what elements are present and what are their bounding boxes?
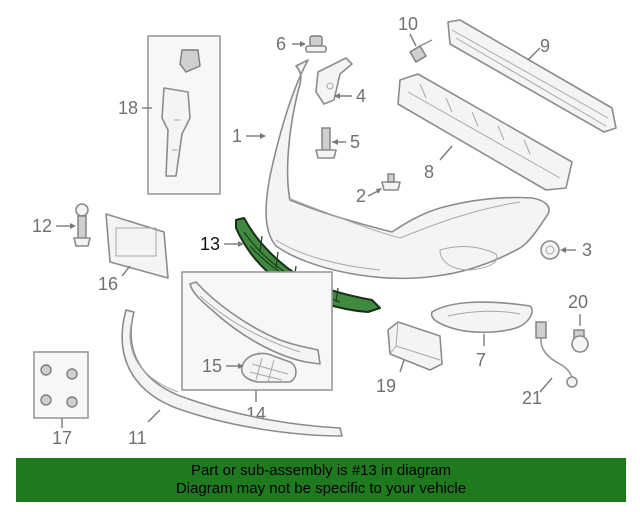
part-10-bolt[interactable] — [409, 39, 433, 63]
svg-text:6: 6 — [276, 34, 286, 54]
svg-text:19: 19 — [376, 376, 396, 396]
callout-5: 5 — [332, 132, 360, 152]
callout-4: 4 — [334, 86, 366, 106]
callout-12: 12 — [32, 216, 76, 236]
callout-13: 13 — [200, 234, 244, 254]
svg-text:3: 3 — [582, 240, 592, 260]
callout-7: 7 — [476, 334, 486, 370]
svg-text:16: 16 — [98, 274, 118, 294]
callout-20: 20 — [568, 292, 588, 326]
part-1-bumper-cover[interactable] — [265, 59, 550, 280]
banner-line-2: Diagram may not be specific to your vehi… — [175, 480, 467, 497]
part-4-bracket[interactable] — [315, 57, 353, 105]
part-6-push-pin[interactable] — [305, 35, 327, 53]
svg-text:7: 7 — [476, 350, 486, 370]
callout-11: 11 — [128, 409, 161, 448]
svg-text:20: 20 — [568, 292, 588, 312]
callout-21: 21 — [522, 377, 553, 408]
svg-text:11: 11 — [128, 428, 147, 448]
part-16-license-bracket[interactable] — [105, 213, 169, 279]
svg-text:15: 15 — [202, 356, 222, 376]
part-5-bolt[interactable] — [315, 127, 337, 159]
svg-text:9: 9 — [540, 36, 550, 56]
part-15-grille-insert[interactable] — [240, 352, 297, 383]
parts-diagram: 9 10 8 6 4 — [32, 14, 617, 448]
part-17-fastener-kit-box[interactable] — [33, 351, 89, 419]
svg-text:2: 2 — [356, 186, 366, 206]
svg-text:10: 10 — [398, 14, 418, 34]
banner-line-1: Part or sub-assembly is #13 in diagram — [190, 462, 452, 479]
part-21-wiring-harness[interactable] — [535, 321, 578, 388]
svg-text:13: 13 — [200, 234, 220, 254]
svg-text:18: 18 — [118, 98, 138, 118]
callout-6: 6 — [276, 34, 306, 54]
svg-text:17: 17 — [52, 428, 72, 448]
part-2-screw[interactable] — [381, 173, 401, 191]
callout-1: 1 — [232, 126, 266, 146]
part-19-module[interactable] — [387, 321, 443, 371]
part-7-fog-bezel[interactable] — [430, 301, 533, 334]
callout-19: 19 — [376, 359, 405, 396]
callout-17: 17 — [52, 418, 72, 448]
callout-2: 2 — [356, 186, 382, 206]
svg-text:5: 5 — [350, 132, 360, 152]
part-8-energy-absorber[interactable] — [397, 73, 573, 191]
callout-8: 8 — [424, 145, 453, 182]
svg-text:21: 21 — [522, 388, 542, 408]
svg-text:1: 1 — [232, 126, 242, 146]
svg-text:8: 8 — [424, 162, 434, 182]
part-3-sensor[interactable] — [540, 240, 560, 260]
callout-10: 10 — [398, 14, 418, 47]
callout-16: 16 — [98, 265, 131, 294]
info-banner: Part or sub-assembly is #13 in diagram D… — [16, 458, 626, 502]
part-20-sensor[interactable] — [571, 329, 589, 353]
callout-18: 18 — [118, 98, 152, 118]
callout-3: 3 — [560, 240, 592, 260]
callout-9: 9 — [527, 36, 550, 61]
part-18-bracket-box[interactable] — [147, 35, 221, 195]
callout-15: 15 — [202, 356, 244, 376]
svg-text:12: 12 — [32, 216, 52, 236]
part-11-valance-strip[interactable] — [121, 309, 343, 437]
svg-text:4: 4 — [356, 86, 366, 106]
part-12-clip[interactable] — [73, 203, 91, 247]
part-9-reinforcement-bar[interactable] — [447, 19, 617, 133]
